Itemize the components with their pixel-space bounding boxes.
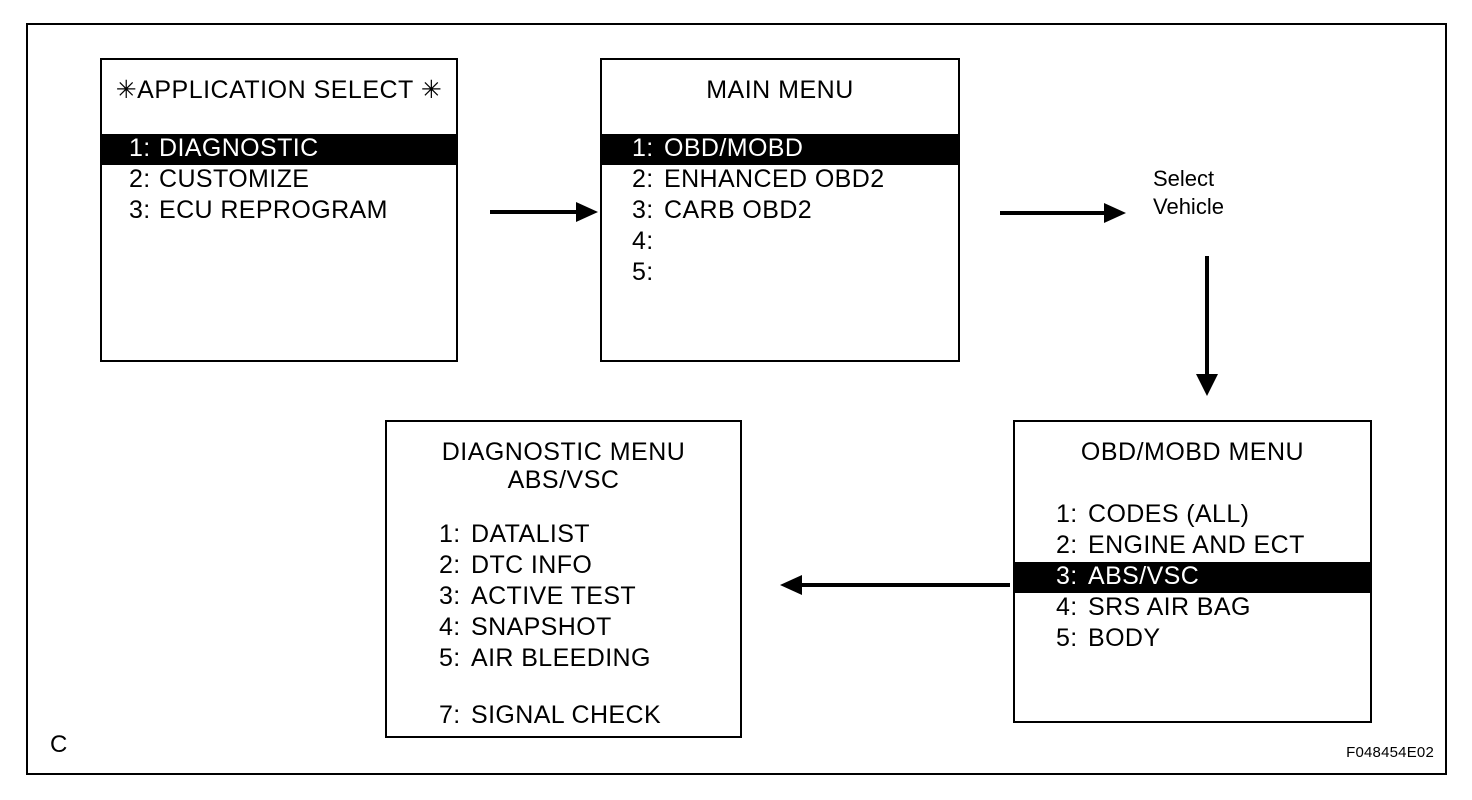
screen-diagnostic-menu: DIAGNOSTIC MENU ABS/VSC 1: DATALIST 2: DTC … <box>385 420 742 738</box>
menu-row[interactable]: 1: OBD/MOBD <box>602 134 958 165</box>
menu-row[interactable]: 1: DATALIST <box>387 520 740 551</box>
menu-row-index: 4: <box>632 227 654 255</box>
menu-row[interactable]: 4: <box>602 227 958 258</box>
screen-title: ✳APPLICATION SELECT ✳ <box>115 76 443 104</box>
menu-row[interactable]: 3: CARB OBD2 <box>602 196 958 227</box>
menu-row-index: 5: <box>439 644 461 672</box>
arrow-right-application-to-main-menu <box>490 202 598 222</box>
menu-row-index: 1: <box>439 520 461 548</box>
menu-row-label: DATALIST <box>471 520 590 548</box>
menu-row-label: DIAGNOSTIC <box>159 134 319 162</box>
menu-row-index: 1: <box>632 134 654 162</box>
arrow-head <box>1104 203 1126 223</box>
arrow-shaft <box>490 210 578 214</box>
menu-list-main-menu: 1: OBD/MOBD 2: ENHANCED OBD2 3: CARB OBD2 4: 5: <box>602 134 958 289</box>
menu-row-index: 5: <box>1056 624 1078 652</box>
menu-row-label: CODES (ALL) <box>1088 500 1250 528</box>
figure-border <box>26 23 1447 775</box>
arrow-head <box>1196 374 1218 396</box>
screen-obd-mobd-menu: OBD/MOBD MENU 1: CODES (ALL) 2: ENGINE AND … <box>1013 420 1372 723</box>
menu-row-index: 3: <box>129 196 151 224</box>
menu-row[interactable]: 5: <box>602 258 958 289</box>
menu-row-index: 1: <box>1056 500 1078 528</box>
menu-row-label: BODY <box>1088 624 1161 652</box>
menu-row-label: ACTIVE TEST <box>471 582 637 610</box>
arrow-shaft <box>800 583 1010 587</box>
menu-row[interactable]: 4: SRS AIR BAG <box>1015 593 1370 624</box>
arrow-head <box>576 202 598 222</box>
menu-row-label: CUSTOMIZE <box>159 165 310 193</box>
menu-row[interactable]: 2: ENGINE AND ECT <box>1015 531 1370 562</box>
screen-main-menu: MAIN MENU 1: OBD/MOBD 2: ENHANCED OBD2 3: CAR… <box>600 58 960 362</box>
menu-row-index: 3: <box>632 196 654 224</box>
menu-row-index: 4: <box>439 613 461 641</box>
arrow-shaft <box>1000 211 1106 215</box>
menu-row-label: ABS/VSC <box>1088 562 1200 590</box>
menu-list-diagnostic-menu: 1: DATALIST 2: DTC INFO 3: ACTIVE TEST 4: SNAPS… <box>387 520 740 732</box>
menu-row-index: 2: <box>632 165 654 193</box>
corner-mark: C <box>50 731 68 758</box>
menu-row[interactable]: 1: CODES (ALL) <box>1015 500 1370 531</box>
menu-row-spacer <box>387 675 740 701</box>
screen-title: DIAGNOSTIC MENU <box>441 438 686 466</box>
menu-row[interactable]: 2: DTC INFO <box>387 551 740 582</box>
menu-row-index: 2: <box>439 551 461 579</box>
screen-subtitle: ABS/VSC <box>507 466 620 494</box>
menu-row-index: 3: <box>1056 562 1078 590</box>
menu-row[interactable]: 7: SIGNAL CHECK <box>387 701 740 732</box>
menu-row[interactable]: 3: ABS/VSC <box>1015 562 1370 593</box>
menu-row-label: OBD/MOBD <box>664 134 804 162</box>
arrow-down-select-vehicle-to-obd-mobd-menu <box>1196 256 1218 396</box>
arrow-right-main-menu-to-select-vehicle <box>1000 203 1126 223</box>
menu-row[interactable]: 3: ECU REPROGRAM <box>102 196 456 227</box>
menu-row-label: CARB OBD2 <box>664 196 813 224</box>
menu-row-label: ECU REPROGRAM <box>159 196 388 224</box>
menu-row-index: 4: <box>1056 593 1078 621</box>
menu-row-label: ENHANCED OBD2 <box>664 165 885 193</box>
menu-row-label: DTC INFO <box>471 551 593 579</box>
menu-row-index: 2: <box>129 165 151 193</box>
figure-code: F048454E02 <box>1346 744 1434 761</box>
menu-row-label: AIR BLEEDING <box>471 644 651 672</box>
menu-row[interactable]: 4: SNAPSHOT <box>387 613 740 644</box>
menu-row-label: SIGNAL CHECK <box>471 701 662 729</box>
menu-row-index: 1: <box>129 134 151 162</box>
menu-row[interactable]: 2: ENHANCED OBD2 <box>602 165 958 196</box>
note-select-vehicle: Select Vehicle <box>1153 166 1224 220</box>
arrow-head <box>780 575 802 595</box>
menu-row[interactable]: 1: DIAGNOSTIC <box>102 134 456 165</box>
arrow-shaft <box>1205 256 1209 376</box>
screen-application-select: ✳APPLICATION SELECT ✳ 1: DIAGNOSTIC 2: CUST… <box>100 58 458 362</box>
menu-row-label: SNAPSHOT <box>471 613 612 641</box>
menu-row-index: 7: <box>439 701 461 729</box>
menu-row[interactable]: 5: AIR BLEEDING <box>387 644 740 675</box>
menu-row[interactable]: 5: BODY <box>1015 624 1370 655</box>
screen-title: OBD/MOBD MENU <box>1080 438 1305 466</box>
menu-row[interactable]: 2: CUSTOMIZE <box>102 165 456 196</box>
menu-row-label: ENGINE AND ECT <box>1088 531 1305 559</box>
screen-title: MAIN MENU <box>706 76 854 104</box>
arrow-left-obd-mobd-menu-to-diagnostic-menu <box>780 575 1010 595</box>
menu-row-index: 5: <box>632 258 654 286</box>
menu-list-application-select: 1: DIAGNOSTIC 2: CUSTOMIZE 3: ECU REPROGRAM <box>102 134 456 227</box>
menu-row-index: 3: <box>439 582 461 610</box>
menu-row-label: SRS AIR BAG <box>1088 593 1251 621</box>
menu-row-index: 2: <box>1056 531 1078 559</box>
menu-list-obd-mobd-menu: 1: CODES (ALL) 2: ENGINE AND ECT 3: ABS/VSC 4:… <box>1015 500 1370 655</box>
menu-row[interactable]: 3: ACTIVE TEST <box>387 582 740 613</box>
